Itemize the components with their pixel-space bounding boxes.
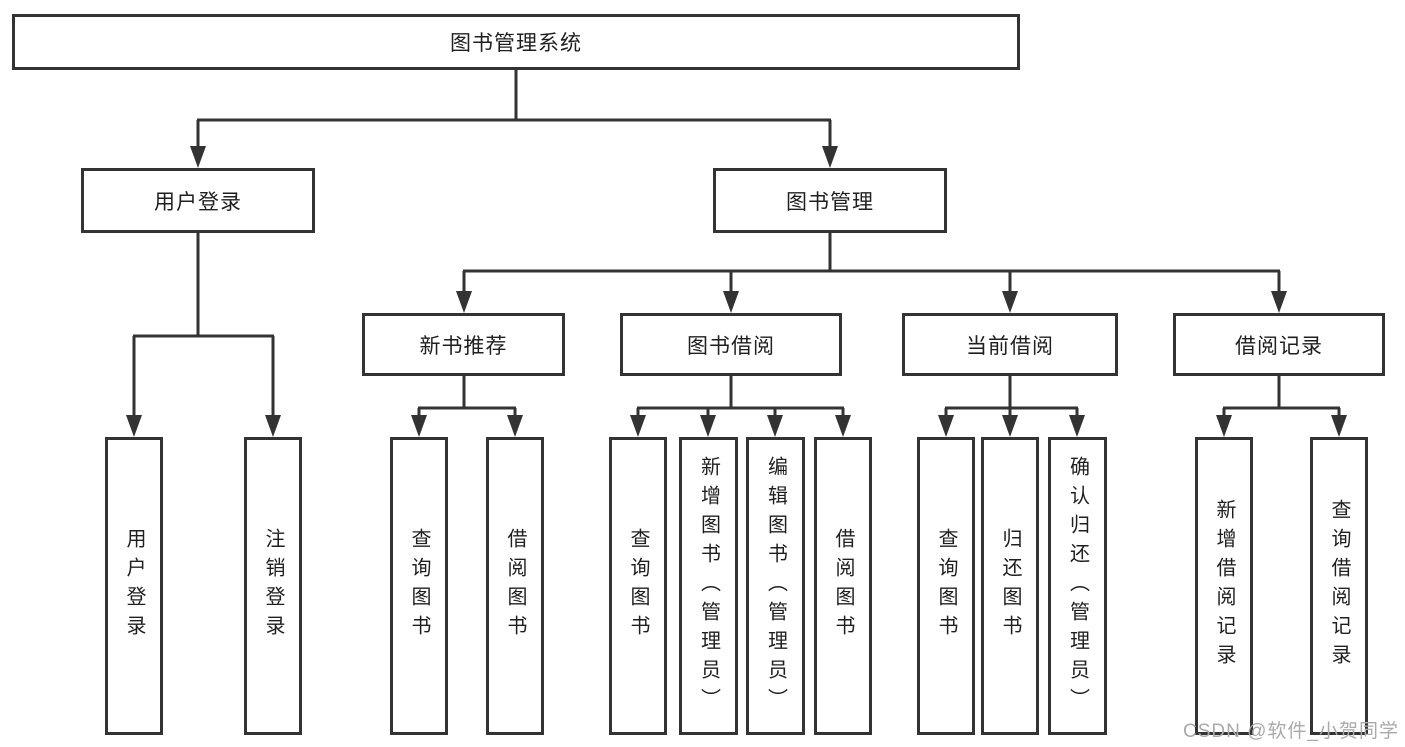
arrow-leaf-query-books-2 <box>630 415 646 437</box>
leaf-logout: 注销登录 <box>244 437 302 735</box>
arrow-book-borrow <box>723 291 739 313</box>
arrow-leaf-user-login <box>126 415 142 437</box>
arrow-leaf-borrow-books-1 <box>507 415 523 437</box>
arrow-current-borrow <box>1002 291 1018 313</box>
arrow-book-management <box>822 146 838 168</box>
arrow-leaf-add-books <box>700 415 716 437</box>
wire-userlogin-to-leaves <box>132 233 275 418</box>
arrow-leaf-query-record <box>1331 415 1347 437</box>
leaf-query-books-1: 查询图书 <box>390 437 448 735</box>
leaf-edit-books-admin: 编辑图书（管理员） <box>746 437 805 735</box>
arrow-leaf-query-books-1 <box>411 415 427 437</box>
csdn-watermark: CSDN @软件_小贺同学 <box>1183 721 1399 742</box>
node-current-borrow: 当前借阅 <box>902 313 1118 376</box>
wire-currentborrow-to-leaves <box>944 376 1079 418</box>
leaf-return-books: 归还图书 <box>981 437 1039 735</box>
wire-newbook-to-leaves <box>417 376 517 418</box>
node-root-system: 图书管理系统 <box>12 14 1020 70</box>
leaf-query-borrow-record: 查询借阅记录 <box>1310 437 1368 735</box>
leaf-user-login: 用户登录 <box>105 437 163 735</box>
leaf-borrow-books-1: 借阅图书 <box>486 437 544 735</box>
arrow-leaf-logout <box>265 415 281 437</box>
node-borrow-records: 借阅记录 <box>1173 313 1385 376</box>
arrow-leaf-return-books <box>1002 415 1018 437</box>
leaf-query-books-3: 查询图书 <box>917 437 975 735</box>
node-book-borrow: 图书借阅 <box>620 313 842 376</box>
leaf-borrow-books-2: 借阅图书 <box>814 437 872 735</box>
arrow-leaf-confirm-return <box>1069 415 1085 437</box>
wire-records-to-leaves <box>1222 376 1341 418</box>
arrow-leaf-query-books-3 <box>938 415 954 437</box>
leaf-add-borrow-record: 新增借阅记录 <box>1195 437 1253 735</box>
leaf-confirm-return-admin: 确认归还（管理员） <box>1048 437 1107 735</box>
node-new-book-recommend: 新书推荐 <box>362 313 565 376</box>
arrow-leaf-edit-books <box>767 415 783 437</box>
arrow-leaf-add-record <box>1216 415 1232 437</box>
wire-bookmgmt-to-level3 <box>462 233 1281 294</box>
wire-bookborrow-to-leaves <box>636 376 845 418</box>
arrow-borrow-records <box>1271 291 1287 313</box>
node-book-management: 图书管理 <box>713 168 947 233</box>
wire-root-to-level2 <box>196 70 832 150</box>
node-user-login: 用户登录 <box>81 168 315 233</box>
arrow-leaf-borrow-books-2 <box>835 415 851 437</box>
leaf-add-books-admin: 新增图书（管理员） <box>679 437 738 735</box>
arrow-user-login <box>190 146 206 168</box>
arrow-new-book-recommend <box>456 291 472 313</box>
leaf-query-books-2: 查询图书 <box>609 437 667 735</box>
